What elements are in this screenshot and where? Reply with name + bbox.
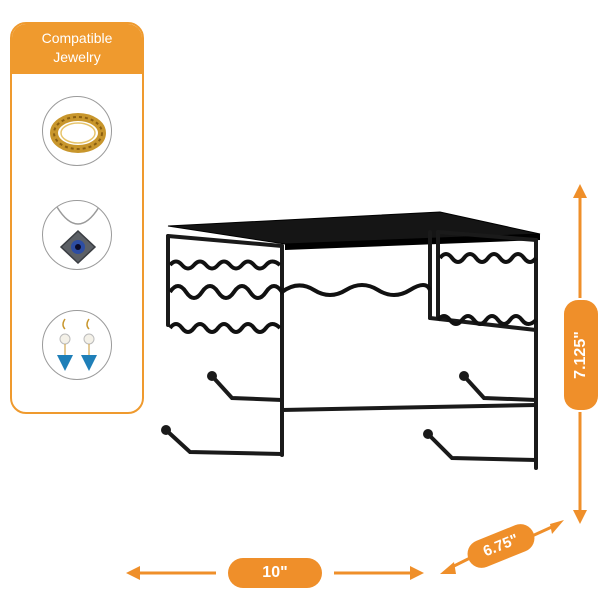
height-text: 7.125"	[572, 331, 589, 379]
hooks	[164, 374, 538, 462]
height-label: 7.125"	[564, 300, 598, 410]
rack-frame	[166, 230, 538, 470]
width-arrow	[126, 566, 424, 580]
panel-title-line2: Jewelry	[53, 49, 101, 65]
necklace-icon	[42, 200, 112, 270]
width-label: 10"	[228, 558, 322, 588]
earring-wires	[168, 252, 538, 334]
width-text: 10"	[262, 564, 288, 581]
earrings-icon	[42, 310, 112, 380]
height-arrow	[573, 184, 587, 524]
panel-title: Compatible Jewelry	[12, 24, 142, 74]
panel-title-line1: Compatible	[41, 30, 113, 46]
compatible-jewelry-panel: Compatible Jewelry	[10, 22, 144, 414]
bracelet-icon	[42, 96, 112, 166]
